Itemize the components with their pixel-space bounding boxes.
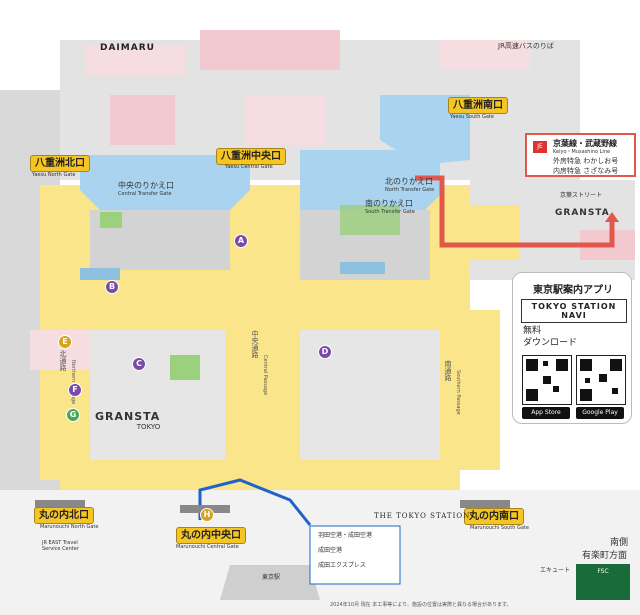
- north-passage-label: 北通路: [59, 350, 67, 371]
- narita-box-line2: 成田空港: [318, 547, 343, 554]
- pin-e[interactable]: E: [58, 335, 72, 349]
- exit-yaesu-central: 八重洲中央口: [216, 148, 286, 165]
- exit-marunouchi-north: 丸の内北口: [34, 507, 94, 524]
- pin-a[interactable]: A: [234, 234, 248, 248]
- central-transfer-gate: 中央のりかえ口: [118, 181, 174, 190]
- narita-box-line3: 成田エクスプレス: [318, 562, 366, 569]
- google-play-badge[interactable]: Google Play: [576, 407, 624, 419]
- keiyo-route-line: [415, 175, 615, 248]
- granstar-east-label: GRANSTA: [555, 208, 610, 218]
- pin-b[interactable]: B: [105, 280, 119, 294]
- line-mark-icon: JE: [533, 141, 547, 153]
- south-transfer-gate: 南のりかえ口: [365, 199, 413, 208]
- app-store-badge[interactable]: App Store: [522, 407, 570, 419]
- exit-marunouchi-central: 丸の内中央口: [176, 527, 246, 544]
- underground-route: [198, 478, 312, 526]
- qr-code-icon: [580, 359, 622, 401]
- yurakucho-label: 有楽町方面: [582, 551, 628, 561]
- station-building: [220, 565, 320, 600]
- pin-g[interactable]: G: [66, 408, 80, 422]
- pin-f[interactable]: F: [68, 383, 82, 397]
- qr-code-ios[interactable]: [522, 355, 572, 405]
- daimaru-label: DAIMARU: [100, 43, 155, 53]
- central-passage-label: 中央通路: [251, 330, 259, 358]
- keiyo-street-label: 京葉ストリート: [560, 192, 603, 199]
- pin-d[interactable]: D: [318, 345, 332, 359]
- north-transfer-gate: 北のりかえ口: [385, 177, 433, 186]
- the-tokyo-station-sign: THE TOKYO STATION: [374, 512, 471, 520]
- exit-marunouchi-south: 丸の内南口: [464, 508, 524, 525]
- jr-bus-label: JR高速バスのりば: [498, 42, 554, 50]
- station-building-label: 東京駅: [262, 574, 281, 581]
- nanshu-label: 南側: [610, 538, 629, 548]
- keiyo-line-box: JE 京葉線・武蔵野線 Keiyo・Musashino Line 外房特急 わか…: [525, 133, 636, 177]
- narita-box-line1: 羽田空港・成田空港: [318, 532, 373, 539]
- exit-yaesu-south: 八重洲南口: [448, 97, 508, 114]
- qr-code-icon: [526, 359, 568, 401]
- fsc-logo: FSC: [576, 564, 630, 600]
- tokyo-station-navi-panel: 東京駅案内アプリ TOKYO STATION NAVI 無料 ダウンロード Ap…: [512, 272, 632, 424]
- south-passage-label: 南通路: [444, 360, 452, 381]
- qr-code-android[interactable]: [576, 355, 626, 405]
- central-transfer-area: [80, 155, 250, 210]
- pin-h[interactable]: H: [200, 508, 214, 522]
- footer-note: 2024年10月 現在 本工事等により、施設の位置は実際と異なる場合があります。: [330, 602, 512, 608]
- exit-yaesu-north: 八重洲北口: [30, 155, 90, 172]
- pin-c[interactable]: C: [132, 357, 146, 371]
- jr-east-center-label: JR EAST Travel Service Center: [42, 540, 79, 552]
- ecute-label: エキュート: [540, 567, 571, 574]
- granstar-logo: GRANSTA TOKYO: [95, 410, 161, 431]
